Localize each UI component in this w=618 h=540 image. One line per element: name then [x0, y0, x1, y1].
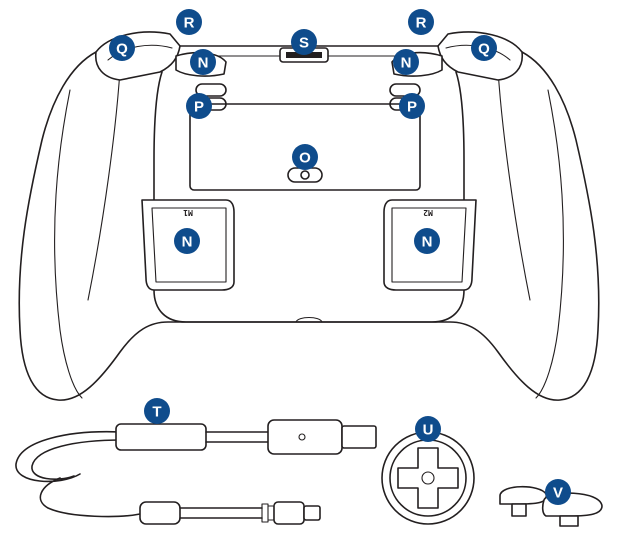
svg-text:N: N: [401, 55, 412, 72]
callout-u: U: [415, 416, 441, 442]
callout-n-top-right: N: [393, 49, 419, 75]
svg-text:S: S: [299, 35, 309, 52]
svg-text:N: N: [182, 234, 193, 251]
svg-text:P: P: [194, 99, 204, 116]
callout-s: S: [291, 29, 317, 55]
callout-r-left: R: [176, 9, 202, 35]
svg-text:N: N: [198, 55, 209, 72]
svg-text:N: N: [422, 234, 433, 251]
d-pad-accessory: [381, 431, 475, 525]
callout-n-top-left: N: [190, 49, 216, 75]
callout-q-left: Q: [109, 35, 135, 61]
paddle-marking-right: M2: [423, 208, 433, 217]
svg-text:U: U: [423, 422, 434, 439]
left-shoulder: [95, 31, 181, 81]
svg-text:R: R: [416, 15, 427, 32]
svg-text:R: R: [184, 15, 195, 32]
svg-text:P: P: [407, 99, 417, 116]
controller-body: [18, 45, 600, 401]
svg-text:V: V: [553, 485, 563, 502]
svg-text:Q: Q: [478, 41, 490, 58]
svg-text:O: O: [299, 150, 311, 167]
rear-panel: [189, 103, 421, 191]
paddle-marking-left: M1: [183, 208, 193, 217]
svg-text:Q: Q: [116, 41, 128, 58]
callout-o: O: [292, 144, 318, 170]
callout-n-paddle-right: N: [414, 228, 440, 254]
callout-n-paddle-left: N: [174, 228, 200, 254]
profile-switch: [287, 167, 323, 183]
callout-v: V: [545, 479, 571, 505]
callout-r-right: R: [408, 9, 434, 35]
callout-t: T: [144, 398, 170, 424]
svg-text:T: T: [152, 404, 161, 421]
usb-cable: [15, 419, 377, 525]
callout-p-left: P: [186, 93, 212, 119]
callout-p-right: P: [399, 93, 425, 119]
callout-q-right: Q: [471, 35, 497, 61]
